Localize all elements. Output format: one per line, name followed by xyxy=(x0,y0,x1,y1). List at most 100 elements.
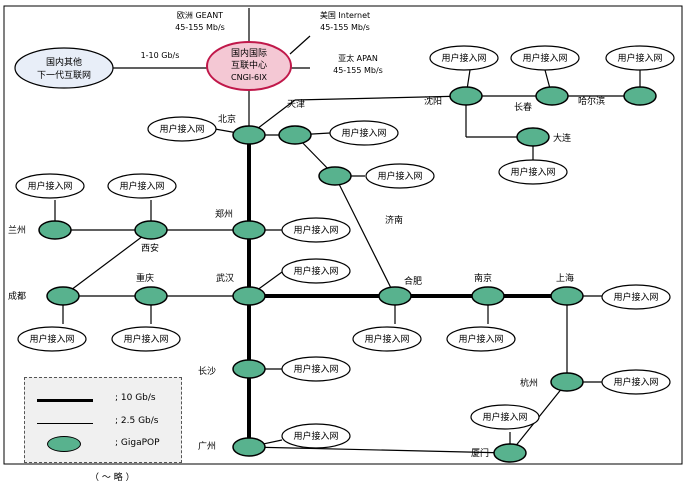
legend-thick-line xyxy=(37,399,93,402)
access-label: 用户接入网 xyxy=(510,166,555,178)
node-zhengzhou[interactable] xyxy=(232,220,266,240)
access-network-ovals xyxy=(15,45,675,449)
access-hangzhou[interactable] xyxy=(601,369,671,395)
apan-name: 亚太 APAN xyxy=(338,53,378,63)
legend-10g-label: ; 10 Gb/s xyxy=(115,393,156,403)
node-wuhan[interactable] xyxy=(232,286,266,306)
access-label: 用户接入网 xyxy=(377,170,422,182)
access-label: 用户接入网 xyxy=(613,291,658,303)
legend: ; 10 Gb/s ; 2.5 Gb/s ; GigaPOP xyxy=(24,377,182,463)
legend-row-10g: ; 10 Gb/s xyxy=(37,393,177,407)
europe-name: 欧洲 GEANT xyxy=(177,10,223,20)
access-label: 用户接入网 xyxy=(29,333,74,345)
node-tianjin[interactable] xyxy=(278,125,312,145)
caption-fragment: （ ～ 略 ） xyxy=(90,473,135,483)
access-label: 用户接入网 xyxy=(293,363,338,375)
access-label: 用户接入网 xyxy=(458,333,503,345)
access-xiamen[interactable] xyxy=(470,404,540,430)
city-hefei: 合肥 xyxy=(404,275,422,287)
apan-bandwidth: 45-155 Mb/s xyxy=(333,66,383,75)
domestic-line2: 下一代互联网 xyxy=(37,70,91,81)
access-harbin[interactable] xyxy=(605,45,675,71)
access-label: 用户接入网 xyxy=(159,123,204,135)
city-chongqing: 重庆 xyxy=(136,272,154,284)
access-beijing[interactable] xyxy=(147,116,217,142)
city-shenyang: 沈阳 xyxy=(424,95,442,107)
access-dalian[interactable] xyxy=(498,159,568,185)
usa-name: 美国 Internet xyxy=(320,10,370,20)
legend-row-25g: ; 2.5 Gb/s xyxy=(37,416,177,430)
access-chongqing[interactable] xyxy=(111,326,181,352)
city-tianjin: 天津 xyxy=(287,99,305,110)
node-beijing[interactable] xyxy=(232,125,266,145)
city-jinan: 济南 xyxy=(385,214,403,226)
node-nanjing[interactable] xyxy=(471,286,505,306)
core-node-cngi-6ix[interactable] xyxy=(206,41,292,91)
node-guangzhou[interactable] xyxy=(232,437,266,457)
access-shanghai[interactable] xyxy=(601,284,671,310)
legend-25g-label: ; 2.5 Gb/s xyxy=(115,416,159,426)
city-xiamen: 厦门 xyxy=(471,447,489,459)
access-hefei[interactable] xyxy=(352,326,422,352)
node-xiamen[interactable] xyxy=(493,443,527,463)
access-label: 用户接入网 xyxy=(364,333,409,345)
city-hangzhou: 杭州 xyxy=(520,377,538,389)
access-changchun[interactable] xyxy=(510,45,580,71)
access-label: 用户接入网 xyxy=(613,376,658,388)
node-shanghai[interactable] xyxy=(550,286,584,306)
node-changchun[interactable] xyxy=(535,86,569,106)
domestic-network-node[interactable] xyxy=(14,47,114,89)
city-changsha: 长沙 xyxy=(198,365,216,377)
city-nanjing: 南京 xyxy=(474,272,492,284)
access-shenyang[interactable] xyxy=(429,45,499,71)
access-label: 用户接入网 xyxy=(341,127,386,139)
node-chengdu[interactable] xyxy=(46,286,80,306)
network-map: 国内国际 互联中心 CNGI-6IX 国内其他 下一代互联网 1-10 Gb/s… xyxy=(3,5,683,465)
city-labels: 北京 天津 沈阳 长春 哈尔滨 大连 济南 郑州 西安 兰州 成都 重庆 武汉 … xyxy=(8,95,605,459)
city-chengdu: 成都 xyxy=(8,290,26,302)
core-label-line1: 国内国际 xyxy=(231,47,267,59)
access-chengdu[interactable] xyxy=(17,326,87,352)
access-xian[interactable] xyxy=(107,173,177,199)
core-label-line2: 互联中心 xyxy=(231,59,267,71)
node-shenyang[interactable] xyxy=(449,86,483,106)
node-jinan[interactable] xyxy=(318,166,352,186)
access-wuhan[interactable] xyxy=(281,258,351,284)
access-changsha[interactable] xyxy=(281,356,351,382)
city-shanghai: 上海 xyxy=(556,272,574,284)
city-xian: 西安 xyxy=(141,242,159,254)
access-label: 用户接入网 xyxy=(482,411,527,423)
access-labels: 用户接入网 用户接入网 用户接入网 用户接入网 用户接入网 用户接入网 用户接入… xyxy=(27,52,662,442)
access-zhengzhou[interactable] xyxy=(281,217,351,243)
city-dalian: 大连 xyxy=(553,132,571,144)
node-hefei[interactable] xyxy=(378,286,412,306)
domestic-line1: 国内其他 xyxy=(46,56,82,68)
city-zhengzhou: 郑州 xyxy=(215,208,233,220)
access-label: 用户接入网 xyxy=(441,52,486,64)
node-chongqing[interactable] xyxy=(134,286,168,306)
city-harbin: 哈尔滨 xyxy=(578,95,605,107)
access-tianjin[interactable] xyxy=(329,120,399,146)
access-label: 用户接入网 xyxy=(522,52,567,64)
access-guangzhou[interactable] xyxy=(281,423,351,449)
city-changchun: 长春 xyxy=(514,101,532,113)
node-xian[interactable] xyxy=(134,220,168,240)
access-label: 用户接入网 xyxy=(293,224,338,236)
legend-thin-line xyxy=(37,423,93,424)
access-lanzhou[interactable] xyxy=(15,173,85,199)
node-lanzhou[interactable] xyxy=(38,220,72,240)
access-nanjing[interactable] xyxy=(446,326,516,352)
node-harbin[interactable] xyxy=(623,86,657,106)
usa-bandwidth: 45-155 Mb/s xyxy=(320,23,370,32)
node-hangzhou[interactable] xyxy=(550,372,584,392)
domestic-bandwidth: 1-10 Gb/s xyxy=(141,51,180,60)
europe-bandwidth: 45-155 Mb/s xyxy=(175,23,225,32)
node-changsha[interactable] xyxy=(232,359,266,379)
legend-row-pop: ; GigaPOP xyxy=(37,436,177,452)
city-lanzhou: 兰州 xyxy=(8,224,26,236)
access-label: 用户接入网 xyxy=(293,430,338,442)
city-guangzhou: 广州 xyxy=(198,440,216,452)
node-dalian[interactable] xyxy=(516,127,550,147)
access-jinan[interactable] xyxy=(365,163,435,189)
